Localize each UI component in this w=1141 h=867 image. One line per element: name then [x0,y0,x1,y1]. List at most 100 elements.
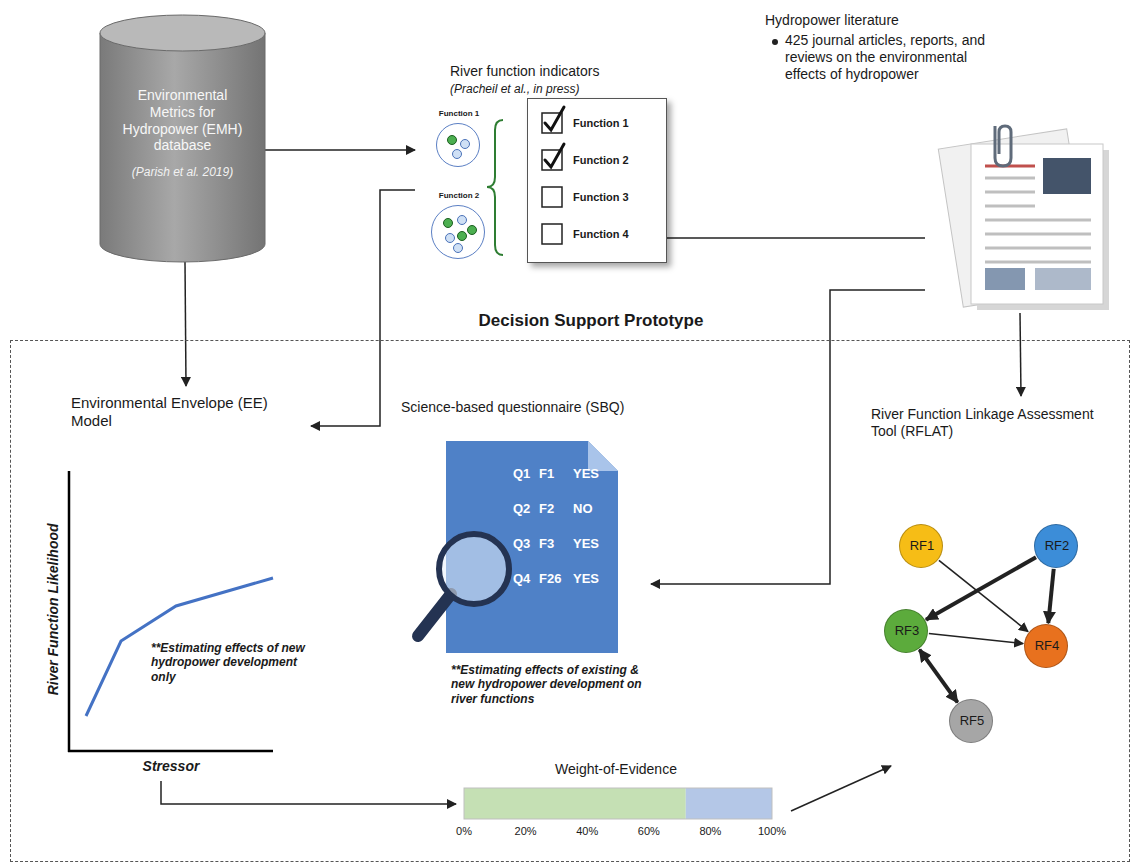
text-holder: YES [573,536,609,552]
connector-arrow [929,633,1023,643]
text-holder: Function 1 [424,109,494,119]
node-text: Environmental Metrics for Hydropower (EM… [115,87,250,154]
literature-stack-graphic [925,118,1115,313]
text-holder: Weight-of-Evidence [516,761,716,778]
river-function-circle: RF5 [949,699,993,743]
indicator-dot [458,216,467,225]
literature-stack: Hydropower literature425 journal article… [925,118,1115,313]
text-holder: RF4 [1025,638,1069,654]
text-holder: River Function Likelihood [45,509,62,709]
text-holder: **Estimating effects of new hydropower d… [151,641,309,684]
node-text: Hydropower literature [765,12,985,29]
questionnaire: Science-based questionnaire (SBQ)Q1F1YES… [396,391,651,721]
text-holder: F1 [539,466,571,482]
node-text: Science-based questionnaire (SBQ) [401,399,651,416]
checklist-box: Function 1Function 2Function 3Function 4 [527,98,667,263]
function-circle: Function 2 [431,205,485,259]
river-function-circle: RF2 [1034,524,1078,568]
node-text: Weight-of-Evidence [516,761,716,778]
text-holder: 100% [750,825,794,838]
text-holder: F2 [539,501,571,517]
node-text: Function 1 [424,109,494,119]
page-rule [985,177,1035,180]
text-holder: RF5 [950,713,994,729]
evidence-bar: Weight-of-Evidence0%20%40%60%80%100% [456,761,791,856]
node-text: F2 [539,501,571,517]
node-text: 80% [688,825,732,838]
text-holder: 20% [504,825,548,838]
node-text: F3 [539,536,571,552]
indicator-dot [461,140,470,149]
text-holder: RF3 [885,623,929,639]
envelope-model: Environmental Envelope (EE) ModelRiver F… [41,386,311,781]
connector-arrow [919,650,957,703]
x-axis [68,750,273,753]
node-text: Q2 [513,501,539,517]
function-circle-graphic [437,124,481,168]
indicator-dot [444,219,453,228]
page-rule [985,219,1091,222]
evidence-green [464,788,686,819]
text-holder: Q3 [513,536,539,552]
text-holder: 425 journal articles, reports, and revie… [785,32,1000,82]
connector-arrow [926,557,1036,619]
text-holder: Function 3 [573,191,663,204]
node-text: F26 [539,571,571,587]
text-holder: Science-based questionnaire (SBQ) [401,399,651,416]
text-holder: (Pracheil et al., in press) [450,82,670,96]
node-text: RF1 [900,538,944,554]
indicator-group: River function indicators(Pracheil et al… [415,55,675,270]
text-holder: YES [573,571,609,587]
text-holder: F3 [539,536,571,552]
node-text: YES [573,466,609,482]
indicator-dot [454,244,463,253]
node-text: YES [573,571,609,587]
text-holder: 40% [565,825,609,838]
connector-arrow [791,766,891,811]
indicator-dot [446,234,455,243]
text-holder: Q2 [513,501,539,517]
text-holder: 80% [688,825,732,838]
text-holder: **Estimating effects of existing & new h… [451,663,646,706]
text-holder: Stressor [121,758,221,775]
text-holder: Function 4 [573,228,663,241]
node-text: RF4 [1025,638,1069,654]
text-holder: Environmental Envelope (EE) Model [71,394,306,430]
node-text: 40% [565,825,609,838]
checkbox [542,187,562,207]
node-text: River Function Likelihood [45,509,62,709]
page-rule [985,247,1091,250]
page-block [985,268,1025,290]
check-mark [545,107,564,130]
text-holder: RF2 [1035,538,1079,554]
river-function-circle: RF4 [1024,624,1068,668]
connector-arrow [667,237,925,239]
connector-arrow [161,781,456,804]
node-text: **Estimating effects of existing & new h… [451,663,646,706]
evidence-frame [464,788,772,819]
text-holder: 60% [627,825,671,838]
river-function-circle: RF1 [899,524,943,568]
text-holder: (Parish et al. 2019) [115,165,250,179]
node-text: (Pracheil et al., in press) [450,82,670,96]
node-text: Function 4 [573,228,663,241]
connector-arrow [265,149,415,151]
envelope-model-graphic [41,386,311,781]
node-text: River Function Linkage Assessment Tool (… [871,406,1119,440]
text-holder: Hydropower literature [765,12,985,29]
node-text: Q3 [513,536,539,552]
prototype-region: Decision Support PrototypeEnvironmental … [10,340,1130,862]
text-holder: River Function Linkage Assessment Tool (… [871,406,1119,440]
text-holder: 0% [442,825,486,838]
database-cylinder: Environmental Metrics for Hydropower (EM… [100,15,265,262]
page-rule [985,233,1091,236]
node-text: 60% [627,825,671,838]
bullet-dot [772,39,778,45]
node-text: (Parish et al. 2019) [115,165,250,179]
text-holder: Function 1 [573,117,663,130]
node-text: RF3 [885,623,929,639]
text-holder: Q4 [513,571,539,587]
indicator-dot [468,226,477,235]
node-text: 0% [442,825,486,838]
